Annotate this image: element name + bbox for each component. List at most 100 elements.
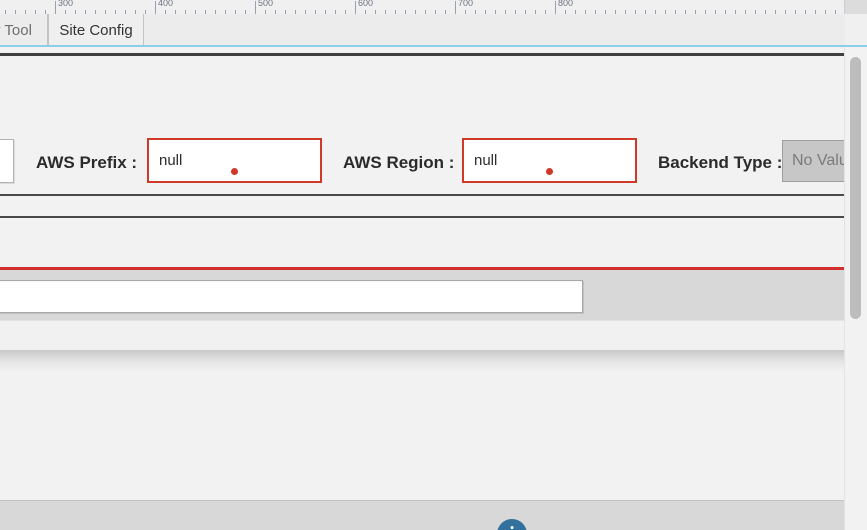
vertical-scrollbar-thumb[interactable] — [850, 57, 861, 319]
ruler-minor-tick — [445, 10, 446, 14]
clipped-left-input[interactable] — [0, 139, 14, 183]
ruler-minor-tick — [65, 10, 66, 14]
backend-type-select[interactable]: No Value — [782, 140, 845, 182]
aws-region-input-value: null — [474, 152, 498, 169]
search-input[interactable] — [0, 280, 583, 313]
divider-top — [0, 53, 845, 56]
ruler-label: 700 — [458, 0, 474, 8]
ruler-label: 400 — [158, 0, 174, 8]
ruler-minor-tick — [595, 10, 596, 14]
ruler-minor-tick — [135, 10, 136, 14]
scrollbar-top-cap — [845, 0, 867, 14]
aws-region-label: AWS Region : — [343, 153, 455, 172]
ruler-minor-tick — [415, 10, 416, 14]
ruler-major-tick — [355, 1, 356, 14]
ruler-minor-tick — [325, 10, 326, 14]
ruler-label: 300 — [58, 0, 74, 8]
aws-prefix-input[interactable]: null — [147, 138, 322, 183]
ruler-label: 500 — [258, 0, 274, 8]
ruler-minor-tick — [215, 10, 216, 14]
tab-strip: y Tool Site Config — [0, 14, 867, 46]
tab-strip-right-pad — [845, 14, 867, 46]
ruler-minor-tick — [85, 10, 86, 14]
ruler-minor-tick — [805, 10, 806, 14]
tab-strip-filler — [145, 14, 845, 46]
ruler-minor-tick — [45, 10, 46, 14]
tab-deploy-tool[interactable]: y Tool — [0, 14, 48, 46]
ruler-minor-tick — [175, 10, 176, 14]
info-icon-glyph: i — [509, 523, 515, 530]
horizontal-ruler: 300 400 500 600 700 800 — [0, 0, 867, 15]
ruler-major-tick — [55, 1, 56, 14]
tab-active-underline — [0, 45, 867, 47]
ruler-minor-tick — [785, 10, 786, 14]
ruler-minor-tick — [575, 10, 576, 14]
ruler-minor-tick — [675, 10, 676, 14]
ruler-minor-tick — [735, 10, 736, 14]
ruler-minor-tick — [635, 10, 636, 14]
backend-type-select-value: No Value — [792, 152, 845, 169]
divider-mid-upper — [0, 194, 845, 196]
ruler-minor-tick — [745, 10, 746, 14]
ruler-minor-tick — [375, 10, 376, 14]
divider-mid-lower — [0, 216, 845, 218]
tab-site-config[interactable]: Site Config — [48, 14, 144, 46]
ruler-minor-tick — [625, 10, 626, 14]
ruler-minor-tick — [315, 10, 316, 14]
ruler-minor-tick — [795, 10, 796, 14]
vertical-scrollbar[interactable] — [844, 47, 867, 530]
ruler-minor-tick — [265, 10, 266, 14]
ruler-minor-tick — [655, 10, 656, 14]
ruler-minor-tick — [605, 10, 606, 14]
ruler-minor-tick — [425, 10, 426, 14]
ruler-minor-tick — [815, 10, 816, 14]
info-icon[interactable]: i — [497, 519, 527, 530]
ruler-minor-tick — [535, 10, 536, 14]
divider-red — [0, 267, 845, 270]
ruler-minor-tick — [465, 10, 466, 14]
tab-site-config-label: Site Config — [59, 21, 133, 39]
ruler-minor-tick — [585, 10, 586, 14]
ruler-label: 600 — [358, 0, 374, 8]
ruler-minor-tick — [285, 10, 286, 14]
ruler-minor-tick — [185, 10, 186, 14]
ruler-minor-tick — [105, 10, 106, 14]
ruler-minor-tick — [565, 10, 566, 14]
ruler-minor-tick — [125, 10, 126, 14]
toolbar-band — [0, 320, 845, 351]
ruler-minor-tick — [365, 10, 366, 14]
tab-deploy-tool-label: y Tool — [0, 21, 32, 39]
ruler-minor-tick — [765, 10, 766, 14]
ruler-minor-tick — [715, 10, 716, 14]
ruler-minor-tick — [405, 10, 406, 14]
ruler-minor-tick — [725, 10, 726, 14]
ruler-minor-tick — [275, 10, 276, 14]
ruler-minor-tick — [475, 10, 476, 14]
ruler-minor-tick — [75, 10, 76, 14]
ruler-minor-tick — [685, 10, 686, 14]
empty-content-area — [0, 372, 845, 500]
ruler-label: 800 — [558, 0, 574, 8]
ruler-minor-tick — [395, 10, 396, 14]
panel-shadow — [0, 350, 845, 372]
ruler-minor-tick — [385, 10, 386, 14]
config-form-row: AWS Prefix : null AWS Region : null Back… — [0, 107, 845, 187]
ruler-major-tick — [155, 1, 156, 14]
ruler-minor-tick — [515, 10, 516, 14]
backend-type-label: Backend Type : — [658, 153, 783, 172]
aws-region-required-dot — [546, 168, 553, 175]
ruler-minor-tick — [705, 10, 706, 14]
ruler-minor-tick — [525, 10, 526, 14]
ruler-minor-tick — [115, 10, 116, 14]
ruler-minor-tick — [165, 10, 166, 14]
ruler-minor-tick — [15, 10, 16, 14]
ruler-minor-tick — [755, 10, 756, 14]
ruler-minor-tick — [5, 10, 6, 14]
aws-region-input[interactable]: null — [462, 138, 637, 183]
aws-prefix-input-value: null — [159, 152, 183, 169]
ruler-minor-tick — [195, 10, 196, 14]
ruler-minor-tick — [645, 10, 646, 14]
ruler-minor-tick — [825, 10, 826, 14]
ruler-minor-tick — [35, 10, 36, 14]
